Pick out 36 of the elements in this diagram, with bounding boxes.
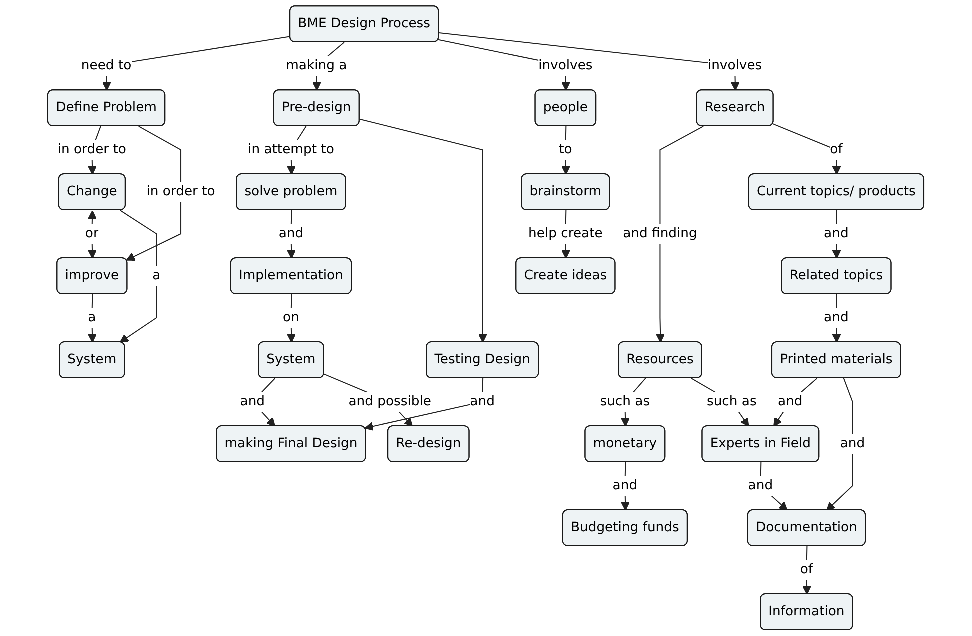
edge-label: help create [528, 226, 603, 242]
edge-label: and [824, 226, 849, 242]
edge-label: and possible [348, 394, 432, 410]
edge-label: such as [600, 394, 650, 410]
arrow [773, 378, 818, 427]
edge-label: and finding [623, 226, 698, 242]
edge-label: and [470, 394, 495, 410]
edge-label: or [85, 226, 99, 242]
edge-label: a [88, 310, 96, 326]
edge-label: on [283, 310, 300, 326]
arrow [120, 210, 158, 343]
edge-label: of [830, 142, 843, 158]
edge-label: making a [286, 58, 348, 74]
edge-label: and [612, 478, 638, 494]
arrow [772, 124, 842, 175]
edge-label: involves [538, 58, 593, 74]
edge-label: a [152, 268, 161, 284]
edge-label: and [824, 310, 849, 326]
edge-label: such as [706, 394, 757, 410]
arrow [126, 126, 182, 261]
edge-label: in order to [58, 142, 126, 158]
arrow [88, 294, 97, 343]
edge-label: and [278, 226, 304, 242]
edge-label: involves [708, 58, 762, 74]
arrow [287, 294, 296, 343]
edge-label: and [240, 394, 266, 410]
edge-label: in order to [146, 184, 216, 200]
edge-label: and [778, 394, 803, 410]
arrow [360, 118, 488, 343]
edge-label: and [840, 436, 866, 452]
arrow [656, 126, 704, 343]
edge-label: to [559, 142, 572, 158]
edge-label: need to [81, 58, 132, 74]
edge-label: in attempt to [248, 142, 334, 158]
edge-label: of [800, 562, 814, 578]
edge-label: and [748, 478, 774, 494]
